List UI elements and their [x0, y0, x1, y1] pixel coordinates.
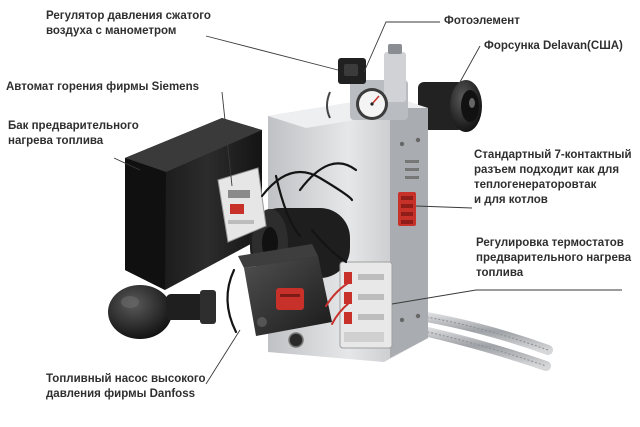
air-regulator — [326, 44, 408, 120]
siemens-controller — [217, 167, 267, 243]
callout-connector-line-3: теплогенераторовтак — [474, 179, 597, 191]
callout-connector-line-1: Стандартный 7-контактный — [474, 149, 632, 161]
wiring-red — [325, 281, 351, 325]
callout-regulator-line-1: Регулятор давления сжатого — [46, 10, 211, 22]
preheat-tank — [125, 118, 262, 290]
thermostat-block — [339, 261, 393, 349]
callout-thermostat-line-1: Регулировка термостатов — [476, 237, 624, 249]
callout-connector: Стандартный 7-контактный разъем подходит… — [474, 148, 632, 208]
callout-tank-line-2: нагрева топлива — [8, 135, 104, 147]
callout-nozzle: Форсунка Delavan(США) — [484, 39, 623, 54]
callout-pump: Топливный насос высокого давления фирмы … — [46, 372, 206, 402]
callout-photocell-line-1: Фотоэлемент — [444, 15, 520, 27]
leader-connector — [415, 205, 473, 209]
wiring — [226, 162, 358, 334]
callout-photocell: Фотоэлемент — [444, 14, 520, 29]
callout-connector-line-4: и для котлов — [474, 194, 548, 206]
fuel-filter — [108, 285, 216, 339]
callout-regulator: Регулятор давления сжатого воздуха с ман… — [46, 9, 211, 39]
callout-pump-line-2: давления фирмы Danfoss — [46, 388, 195, 400]
callout-thermostat-line-3: топлива — [476, 267, 524, 279]
danfoss-pump — [238, 244, 332, 348]
callout-regulator-line-2: воздуха с манометром — [46, 25, 177, 37]
callout-tank-line-1: Бак предварительного — [8, 120, 139, 132]
leader-photocell — [363, 21, 440, 73]
callout-thermostat-line-2: предварительного нагрева — [476, 252, 632, 264]
leader-controller — [221, 91, 233, 187]
callout-controller-line-1: Автомат горения фирмы Siemens — [6, 81, 199, 93]
leader-tank — [113, 157, 141, 171]
callout-pump-line-1: Топливный насос высокого — [46, 373, 206, 385]
callout-thermostat: Регулировка термостатов предварительного… — [476, 236, 631, 281]
leader-nozzle — [459, 45, 481, 83]
callout-controller: Автомат горения фирмы Siemens — [6, 80, 199, 95]
seven-pin-connector — [398, 192, 416, 226]
nozzle-tube — [418, 80, 482, 132]
callout-connector-line-2: разъем подходит как для — [474, 164, 620, 176]
leader-regulator — [205, 35, 339, 71]
leader-lines — [113, 21, 622, 385]
callout-nozzle-line-1: Форсунка Delavan(США) — [484, 40, 623, 52]
leader-pump — [205, 329, 241, 385]
callout-tank: Бак предварительного нагрева топлива — [8, 119, 139, 149]
leader-thermostat — [391, 289, 622, 305]
